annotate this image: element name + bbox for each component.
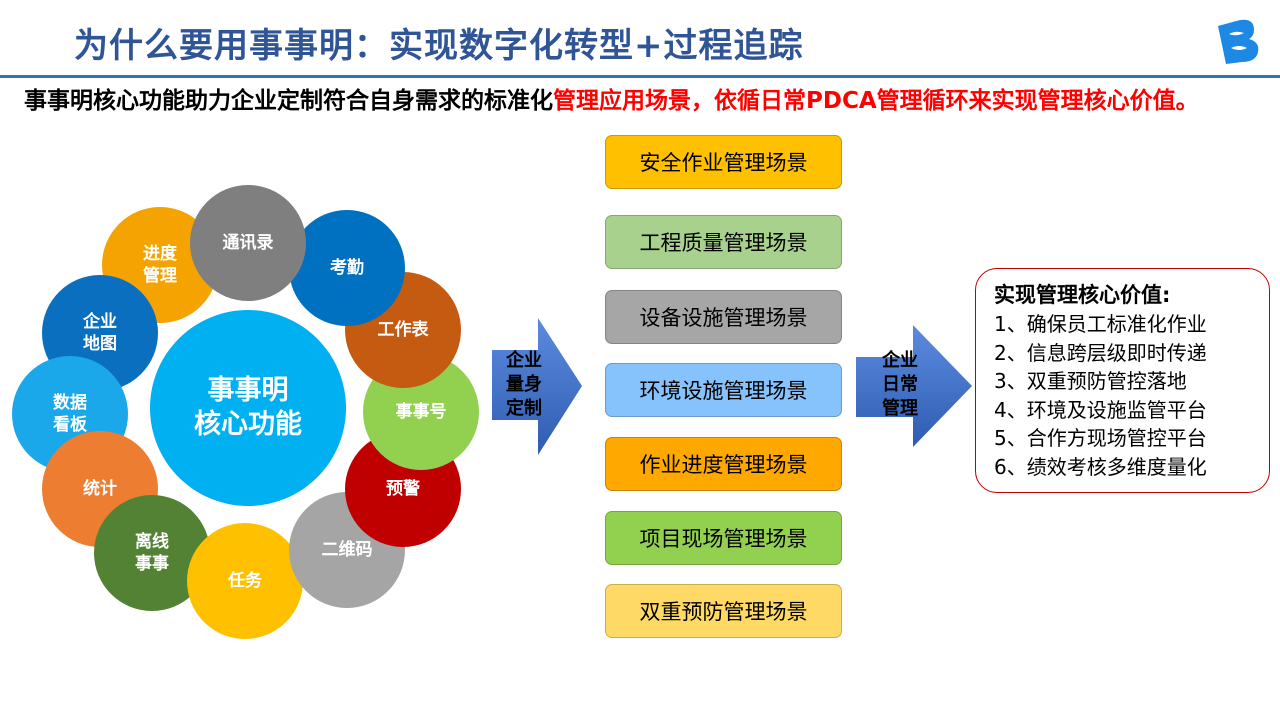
scenario-box: 设备设施管理场景	[605, 290, 842, 344]
scenario-box: 项目现场管理场景	[605, 511, 842, 565]
feature-circle: 工作表	[345, 272, 461, 388]
scenario-box: 环境设施管理场景	[605, 363, 842, 417]
arrow-label-customize: 企业 量身 定制	[506, 350, 542, 419]
scenario-box: 作业进度管理场景	[605, 437, 842, 491]
core-value-item: 4、环境及设施监管平台	[994, 397, 1207, 422]
subtitle-red: 管理应用场景，依循日常PDCA管理循环来实现管理核心价值。	[553, 88, 1199, 114]
core-value-item: 2、信息跨层级即时传递	[994, 340, 1207, 365]
feature-circle: 考勤	[289, 210, 405, 326]
core-value-item: 3、双重预防管控落地	[994, 369, 1187, 393]
scenario-box: 双重预防管理场景	[605, 584, 842, 638]
subtitle-black: 事事明核心功能助力企业定制符合自身需求的标准化	[24, 88, 553, 114]
page-title: 为什么要用事事明：实现数字化转型+过程追踪	[74, 26, 804, 66]
arrow-label-daily: 企业 日常 管理	[882, 350, 918, 419]
core-value-item: 6、绩效考核多维度量化	[994, 454, 1207, 479]
brand-logo-icon	[1218, 19, 1259, 64]
core-value-item: 1、确保员工标准化作业	[994, 312, 1207, 336]
core-function-circle: 事事明 核心功能	[150, 310, 346, 506]
core-value-box: 实现管理核心价值: 1、确保员工标准化作业 2、信息跨层级即时传递 3、双重预防管控…	[975, 268, 1270, 493]
core-value-title: 实现管理核心价值:	[994, 283, 1171, 307]
core-value-item: 5、合作方现场管控平台	[994, 426, 1207, 450]
scenario-box: 安全作业管理场景	[605, 135, 842, 189]
feature-circle: 企业 地图	[42, 275, 158, 391]
arrow-right-icon	[492, 318, 582, 455]
feature-circle: 任务	[187, 523, 303, 639]
subtitle: 事事明核心功能助力企业定制符合自身需求的标准化管理应用场景，依循日常PDCA管理…	[24, 86, 1214, 117]
arrow-right-icon	[856, 325, 972, 447]
feature-circle: 通讯录	[190, 185, 306, 301]
scenario-box: 工程质量管理场景	[605, 215, 842, 269]
header-divider	[0, 75, 1280, 78]
